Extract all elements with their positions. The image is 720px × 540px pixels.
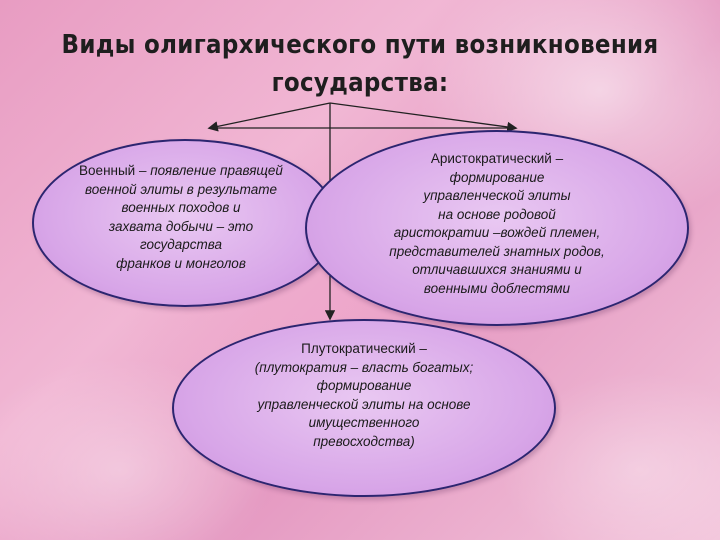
- arrow-to-right: [329, 102, 518, 133]
- slide-title: Виды олигархического пути возникновения …: [40, 26, 680, 102]
- aristocratic-heading: Аристократический –: [430, 151, 564, 166]
- aristocratic-oval: [305, 130, 689, 326]
- plutocratic-text: Плутократический – (плутократия – власть…: [254, 341, 474, 449]
- plutocratic-heading: Плутократический –: [301, 341, 427, 356]
- military-oval: [32, 139, 338, 307]
- title-line-1: Виды олигархического пути возникновения: [61, 30, 659, 60]
- title-line-2: государства:: [271, 68, 449, 98]
- plutocratic-oval: [172, 319, 556, 497]
- arrow-to-left: [207, 102, 331, 132]
- aristocratic-text: Аристократический – формирование управле…: [389, 151, 605, 296]
- military-heading: Военный: [79, 163, 136, 178]
- military-text: Военный – появление правящей военной эли…: [79, 163, 283, 271]
